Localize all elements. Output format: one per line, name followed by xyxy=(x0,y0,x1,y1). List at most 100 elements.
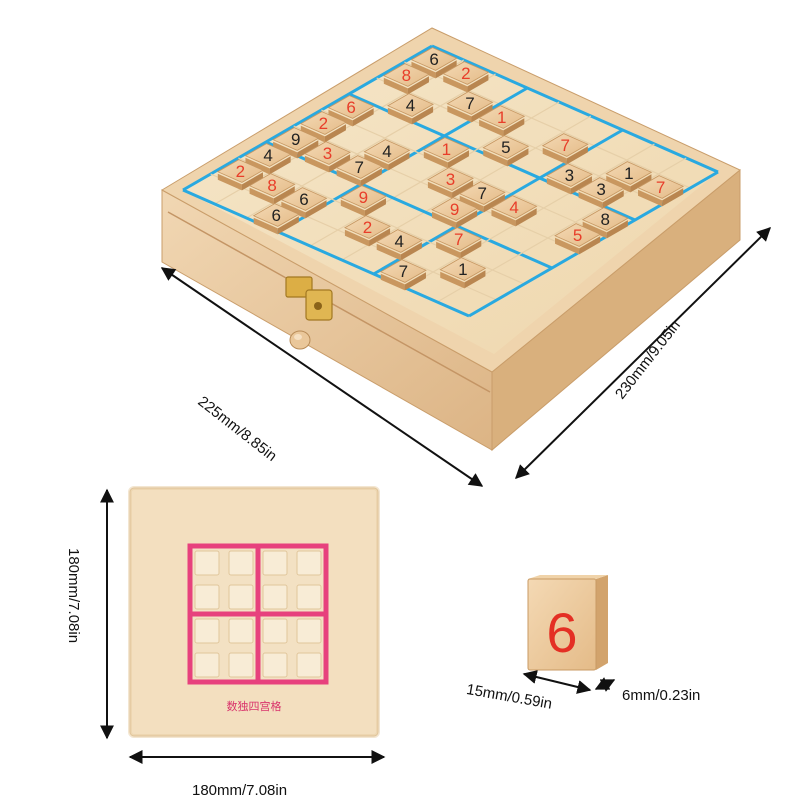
tile-side xyxy=(503,118,525,137)
tile-digit: 9 xyxy=(450,200,459,219)
number-tile[interactable]: 2 xyxy=(216,159,264,191)
four-grid-cell xyxy=(228,550,254,576)
number-tile[interactable]: 6 xyxy=(280,187,328,219)
number-tile[interactable]: 4 xyxy=(387,93,434,125)
number-tile[interactable]: 8 xyxy=(248,173,296,205)
number-tile[interactable]: 6 xyxy=(252,203,300,235)
tile-side xyxy=(412,106,434,125)
tile-digit: 4 xyxy=(406,96,415,115)
tile-digit: 1 xyxy=(458,260,467,279)
four-grid-board xyxy=(128,486,380,738)
tile-side xyxy=(253,217,278,235)
tile-side xyxy=(546,177,571,195)
tile-face xyxy=(435,227,483,251)
four-grid-cell xyxy=(228,584,254,610)
tile-side xyxy=(344,229,370,247)
number-tile[interactable]: 7 xyxy=(541,133,589,165)
tile-digit: 7 xyxy=(399,262,408,281)
number-tile[interactable]: 2 xyxy=(442,61,490,93)
tile-digit: 2 xyxy=(363,218,372,237)
tile-face xyxy=(280,187,328,211)
tile-digit: 2 xyxy=(461,64,470,83)
box-width-arrow xyxy=(160,267,484,487)
tile-side xyxy=(305,200,327,219)
tile-side xyxy=(336,169,361,187)
tile-digit: 8 xyxy=(402,66,411,85)
grid-major-line xyxy=(182,44,433,192)
four-grid-cell xyxy=(296,652,322,678)
tile-digit: 8 xyxy=(267,176,276,195)
four-grid-cell xyxy=(194,550,220,576)
tile-side xyxy=(340,199,365,217)
tile-side xyxy=(387,107,413,125)
number-tile[interactable]: 3 xyxy=(427,167,474,199)
number-tile[interactable]: 3 xyxy=(545,163,593,195)
tile-side xyxy=(515,208,537,227)
tile-face xyxy=(422,137,470,161)
four-grid-cell xyxy=(262,584,288,610)
tile-side xyxy=(443,75,468,93)
tile-side xyxy=(217,173,242,191)
number-tile[interactable]: 1 xyxy=(478,105,526,137)
tile-width-arrow xyxy=(522,670,592,694)
tile-thickness-label: 6mm/0.23in xyxy=(622,687,701,704)
tile-digit: 2 xyxy=(319,114,328,133)
tile-side xyxy=(491,209,516,227)
tile-side xyxy=(407,76,429,95)
tile-side xyxy=(324,124,346,143)
number-tile[interactable]: 9 xyxy=(339,185,387,217)
tile-side xyxy=(483,194,505,213)
tile-side xyxy=(304,155,330,173)
number-tile[interactable]: 9 xyxy=(431,197,479,229)
four-grid-cell xyxy=(194,618,220,644)
tile-side xyxy=(364,198,386,217)
number-tile[interactable]: 4 xyxy=(375,229,423,261)
number-tile[interactable]: 7 xyxy=(637,175,685,207)
four-grid-cell xyxy=(262,652,288,678)
tile-digit: 7 xyxy=(478,184,487,203)
box-depth-arrow xyxy=(515,227,771,479)
tile-digit: 1 xyxy=(624,164,633,183)
number-tile[interactable]: 1 xyxy=(422,137,470,169)
grid-minor-line xyxy=(321,109,608,237)
tile-side xyxy=(273,186,295,205)
tile-digit: 6 xyxy=(272,206,281,225)
tile-side xyxy=(297,140,319,159)
number-tile[interactable]: 5 xyxy=(482,135,530,167)
tile-side xyxy=(423,151,448,169)
tile-face xyxy=(458,181,506,205)
tile-face xyxy=(382,63,430,87)
number-tile[interactable]: 7 xyxy=(446,91,494,123)
single-tile: 6 xyxy=(527,575,608,671)
tile-digit: 6 xyxy=(546,601,577,664)
four-grid-pattern xyxy=(187,543,329,685)
tile-face xyxy=(431,197,479,221)
number-tile[interactable]: 7 xyxy=(335,155,383,187)
number-tile[interactable]: 7 xyxy=(435,227,483,259)
four-grid-cell xyxy=(262,618,288,644)
tile-digit: 1 xyxy=(497,108,506,127)
number-tile[interactable]: 4 xyxy=(490,195,538,227)
number-tile[interactable]: 2 xyxy=(344,215,391,247)
number-tile[interactable]: 3 xyxy=(304,141,351,173)
four-grid-cell xyxy=(228,652,254,678)
tile-side xyxy=(249,187,274,205)
number-tile[interactable]: 6 xyxy=(327,95,375,127)
tile-face xyxy=(339,185,387,209)
number-tile[interactable]: 3 xyxy=(577,177,625,209)
four-grid-cell xyxy=(228,618,254,644)
tile-side xyxy=(400,242,422,261)
tile-side xyxy=(602,190,624,209)
tile-digit: 8 xyxy=(601,210,610,229)
tile-face xyxy=(363,139,411,163)
board-caption: 数独四宫格 xyxy=(227,699,282,713)
number-tile[interactable]: 8 xyxy=(382,63,430,95)
tile-side xyxy=(388,152,410,171)
tile-side xyxy=(432,211,457,229)
tile-side xyxy=(570,176,592,195)
tile-digit: 1 xyxy=(442,140,451,159)
tile-digit: 7 xyxy=(465,94,474,113)
tile-side xyxy=(456,210,478,229)
tile-face xyxy=(577,177,625,201)
